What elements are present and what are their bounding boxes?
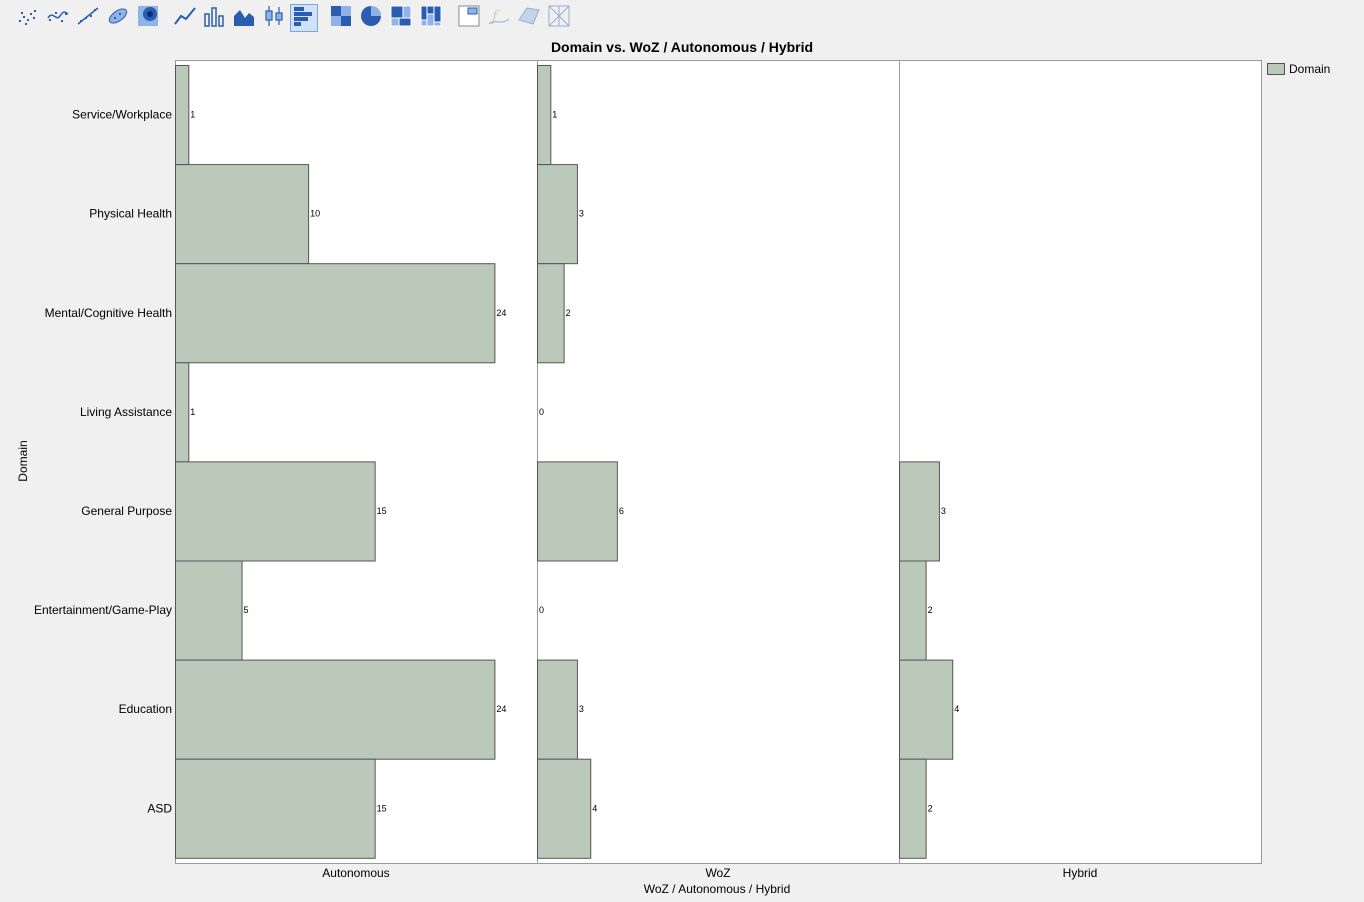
box-plot-button[interactable] — [260, 4, 288, 32]
ellipse-button[interactable] — [104, 4, 132, 32]
bar-hybrid-6 — [899, 659, 954, 760]
pie-chart-button[interactable] — [357, 4, 385, 32]
ellipse-icon — [106, 4, 130, 33]
scatter-points-icon — [16, 4, 40, 33]
bar-woz-0 — [537, 65, 552, 166]
bar-autonomous-3 — [175, 362, 190, 463]
scatter-points-button[interactable] — [14, 4, 42, 32]
bar-woz-7 — [537, 758, 592, 859]
data-label: 4 — [592, 803, 597, 813]
x-panel-label: Autonomous — [322, 866, 389, 880]
data-label: 15 — [377, 506, 387, 516]
line-of-fit-button[interactable] — [74, 4, 102, 32]
bar-woz-4 — [537, 461, 618, 562]
chart-title: Domain vs. WoZ / Autonomous / Hybrid — [550, 39, 814, 55]
y-tick-label: ASD — [147, 801, 172, 815]
map-shapes-button[interactable] — [545, 4, 573, 32]
formula-button[interactable]: f — [485, 4, 513, 32]
caption-box-icon — [457, 4, 481, 33]
legend-swatch — [1267, 63, 1285, 75]
surface-button[interactable] — [515, 4, 543, 32]
bar-autonomous-4 — [175, 461, 376, 562]
contour-button[interactable] — [134, 4, 162, 32]
map-shapes-icon — [547, 4, 571, 33]
bar-chart-icon — [202, 4, 226, 33]
mosaic-button[interactable] — [417, 4, 445, 32]
area-chart-button[interactable] — [230, 4, 258, 32]
legend: Domain — [1267, 62, 1330, 76]
graph-toolbar: f — [0, 0, 1364, 38]
y-tick-label: General Purpose — [81, 504, 172, 518]
x-panel-label: WoZ — [705, 866, 730, 880]
panel-frame-hybrid — [899, 60, 1262, 864]
data-label: 2 — [928, 803, 933, 813]
legend-label: Domain — [1289, 62, 1331, 76]
x-axis-title: WoZ / Autonomous / Hybrid — [644, 882, 791, 896]
svg-text:f: f — [491, 7, 500, 25]
data-label: 5 — [244, 605, 249, 615]
bar-hybrid-7 — [899, 758, 927, 859]
mosaic-icon — [419, 4, 443, 33]
surface-icon — [517, 4, 541, 33]
smoother-icon — [46, 4, 70, 33]
data-label: 4 — [954, 704, 959, 714]
bar-autonomous-0 — [175, 65, 190, 166]
line-of-fit-icon — [76, 4, 100, 33]
data-label: 0 — [539, 407, 544, 417]
data-label: 1 — [190, 110, 195, 120]
bar-hybrid-5 — [899, 560, 927, 661]
heatmap-icon — [329, 4, 353, 33]
treemap-button[interactable] — [387, 4, 415, 32]
bar-autonomous-7 — [175, 758, 376, 859]
data-label: 2 — [566, 308, 571, 318]
pie-chart-icon — [359, 4, 383, 33]
formula-icon: f — [487, 4, 511, 33]
y-tick-label: Entertainment/Game-Play — [34, 603, 172, 617]
treemap-icon — [389, 4, 413, 33]
contour-icon — [136, 4, 160, 33]
y-tick-label: Physical Health — [89, 207, 172, 221]
data-label: 24 — [496, 704, 506, 714]
bar-autonomous-2 — [175, 263, 496, 364]
box-plot-icon — [262, 4, 286, 33]
heatmap-button[interactable] — [327, 4, 355, 32]
data-label: 6 — [619, 506, 624, 516]
data-label: 1 — [552, 110, 557, 120]
bar-autonomous-5 — [175, 560, 243, 661]
data-label: 10 — [310, 209, 320, 219]
y-tick-label: Service/Workplace — [72, 108, 172, 122]
histogram-icon — [292, 4, 316, 33]
bar-woz-1 — [537, 164, 578, 265]
area-chart-icon — [232, 4, 256, 33]
data-label: 0 — [539, 605, 544, 615]
caption-box-button[interactable] — [455, 4, 483, 32]
data-label: 3 — [579, 704, 584, 714]
bar-autonomous-1 — [175, 164, 310, 265]
bar-hybrid-4 — [899, 461, 940, 562]
y-tick-label: Mental/Cognitive Health — [45, 306, 172, 320]
data-label: 24 — [496, 308, 506, 318]
smoother-button[interactable] — [44, 4, 72, 32]
data-label: 1 — [190, 407, 195, 417]
data-label: 3 — [941, 506, 946, 516]
line-chart-button[interactable] — [171, 4, 199, 32]
line-chart-icon — [173, 4, 197, 33]
data-label: 15 — [377, 803, 387, 813]
histogram-button[interactable] — [290, 4, 318, 32]
bar-autonomous-6 — [175, 659, 496, 760]
bar-woz-6 — [537, 659, 578, 760]
bar-woz-2 — [537, 263, 565, 364]
y-axis-title: Domain — [16, 440, 30, 481]
data-label: 2 — [928, 605, 933, 615]
bar-chart-button[interactable] — [200, 4, 228, 32]
x-panel-label: Hybrid — [1063, 866, 1098, 880]
y-tick-label: Education — [119, 702, 172, 716]
data-label: 3 — [579, 209, 584, 219]
y-tick-label: Living Assistance — [80, 405, 172, 419]
